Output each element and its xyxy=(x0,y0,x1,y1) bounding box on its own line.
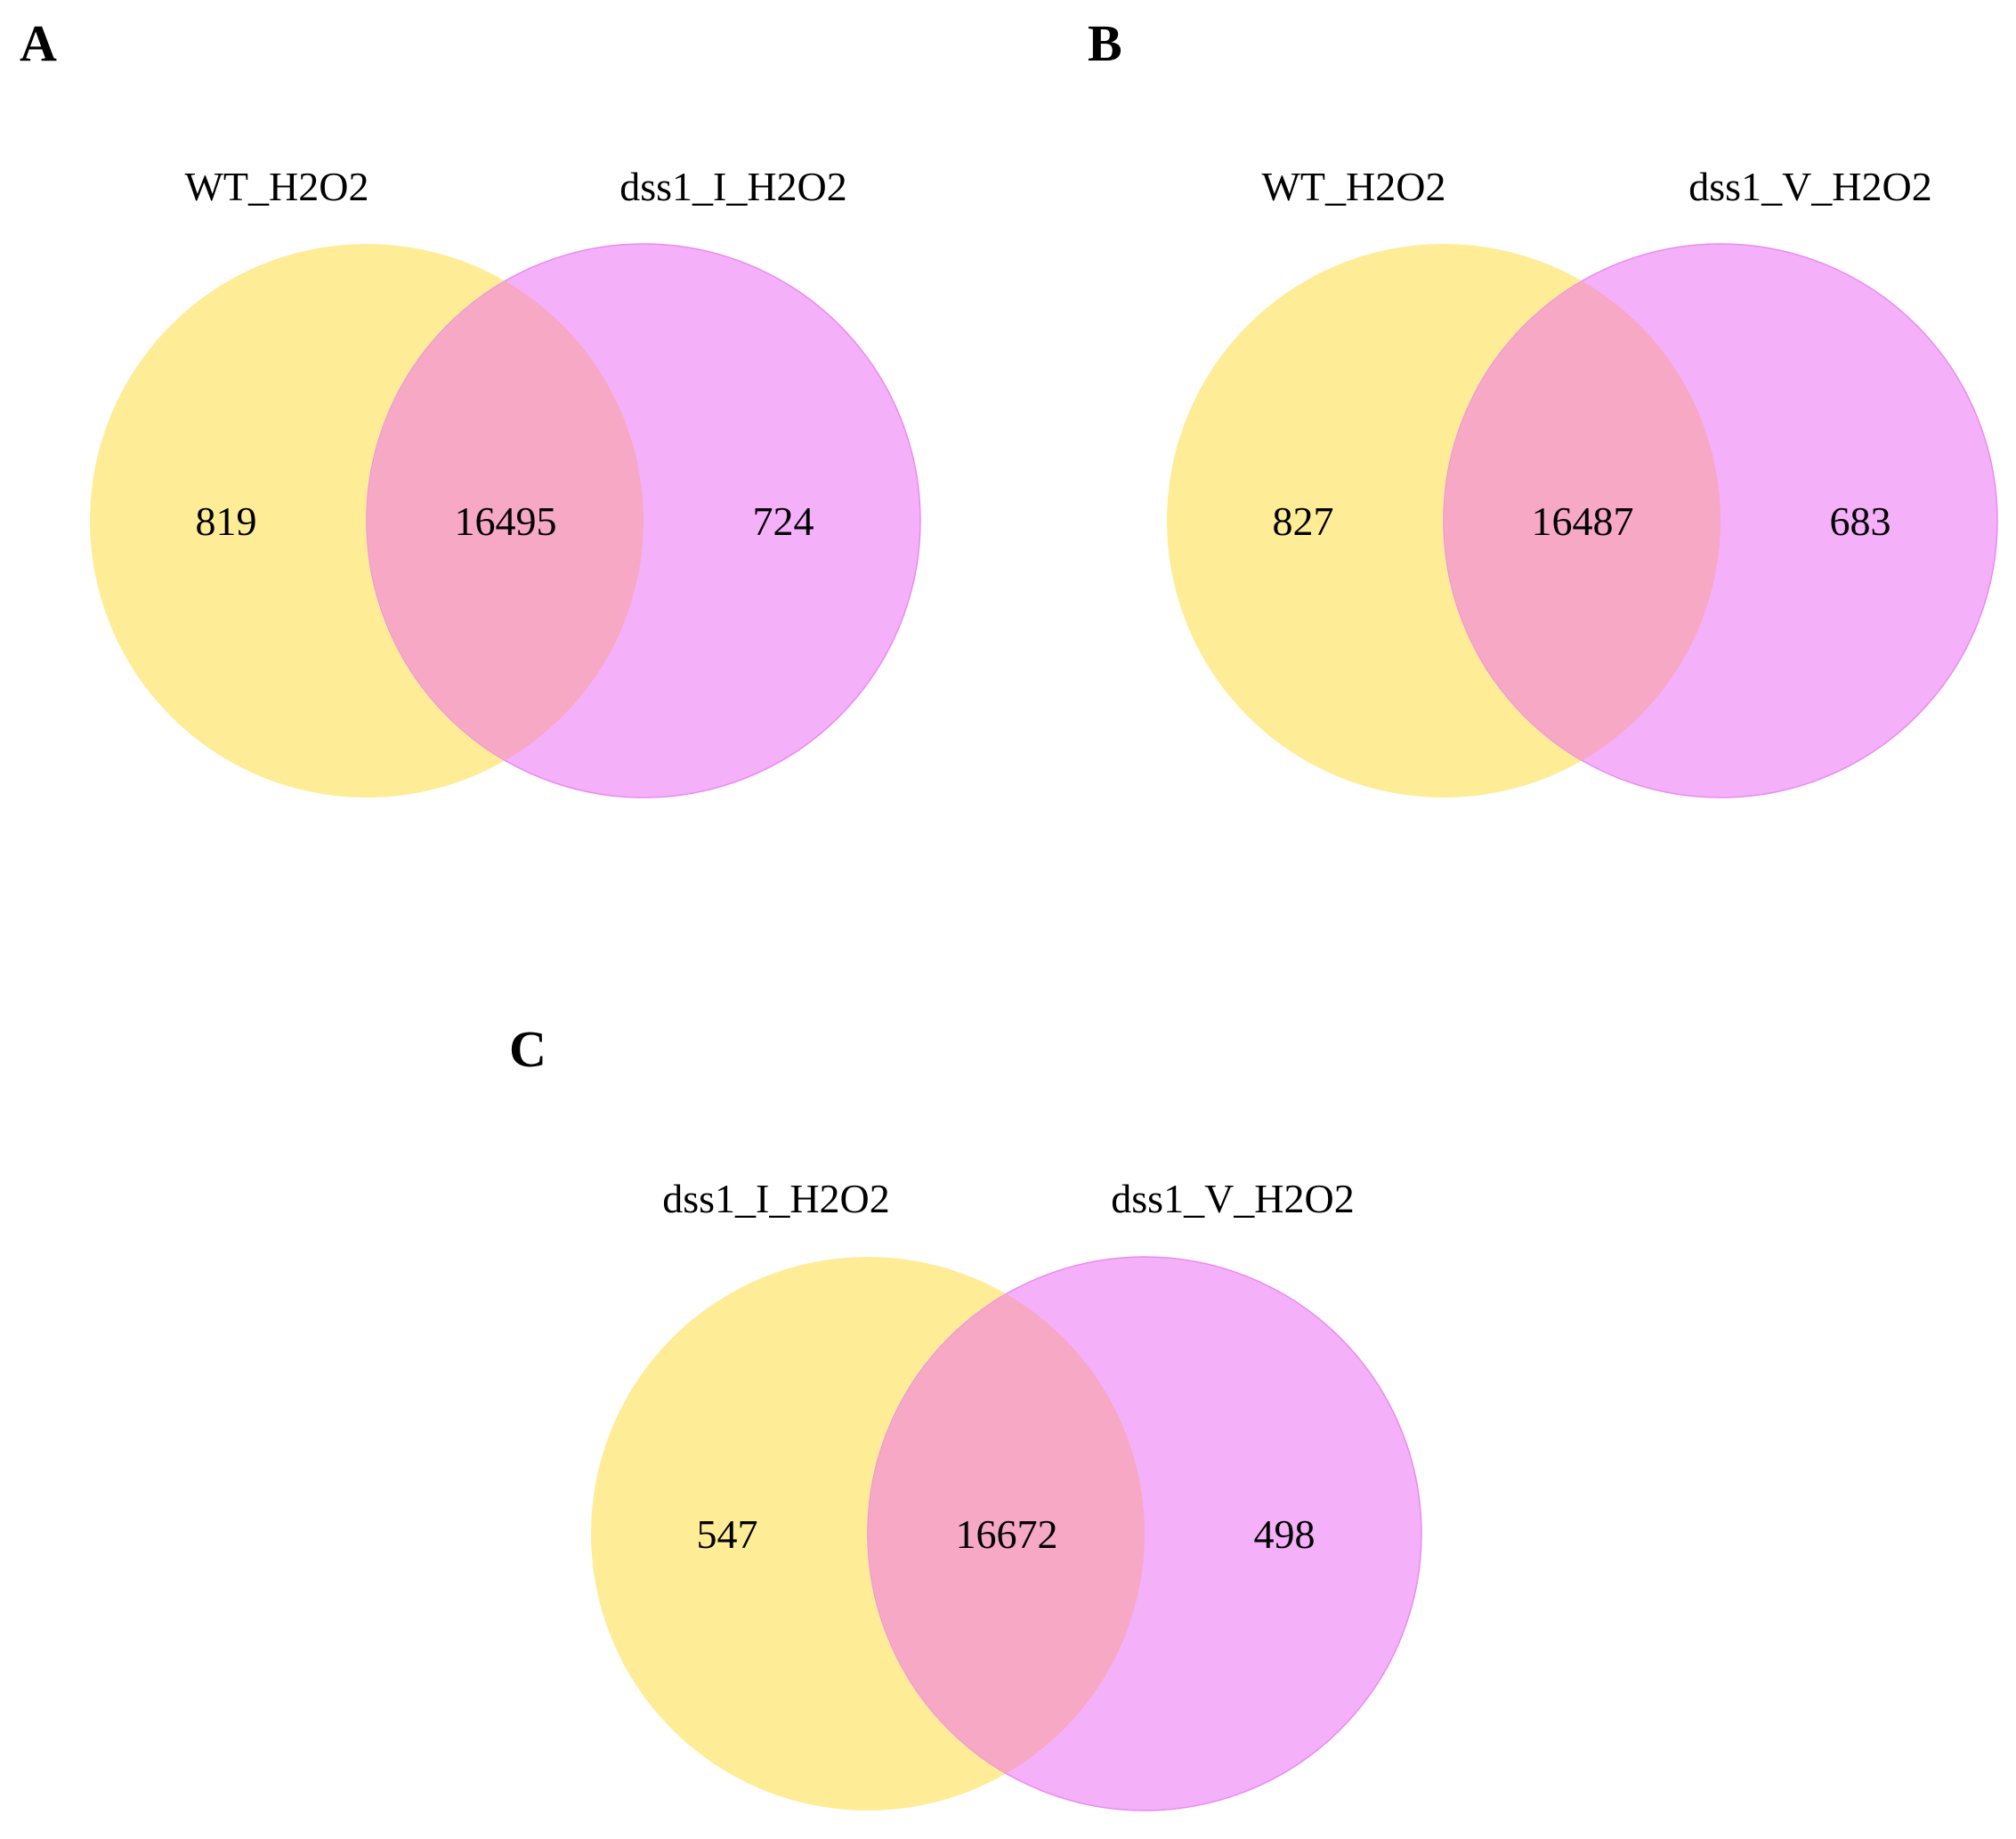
panel-a-right-set-label: dss1_I_H2O2 xyxy=(619,164,847,209)
panel-a-overlap-count: 16495 xyxy=(455,498,557,544)
panel-b-left-set-label: WT_H2O2 xyxy=(1262,164,1446,209)
panel-a: A WT_H2O2 dss1_I_H2O2 819 16495 724 xyxy=(20,14,921,798)
panel-c-left-set-label: dss1_I_H2O2 xyxy=(662,1176,890,1221)
panel-b-right-only-count: 683 xyxy=(1830,498,1891,544)
panel-b-right-set-label: dss1_V_H2O2 xyxy=(1688,164,1931,209)
panel-b-overlap-count: 16487 xyxy=(1532,498,1634,544)
panel-b-overlap-region xyxy=(1444,244,1720,798)
panel-b: B WT_H2O2 dss1_V_H2O2 827 16487 683 xyxy=(1088,14,1998,798)
panel-a-right-only-count: 724 xyxy=(753,498,814,544)
panel-a-left-set-label: WT_H2O2 xyxy=(185,164,369,209)
panel-c-overlap-count: 16672 xyxy=(956,1511,1058,1557)
panel-letter-a: A xyxy=(20,14,57,72)
panel-a-left-only-count: 819 xyxy=(196,498,257,544)
panel-c-right-set-label: dss1_V_H2O2 xyxy=(1111,1176,1354,1221)
panel-c-left-only-count: 547 xyxy=(697,1511,758,1557)
panel-c-right-only-count: 498 xyxy=(1254,1511,1316,1557)
panel-c-overlap-region xyxy=(868,1257,1145,1811)
panel-letter-b: B xyxy=(1088,14,1122,72)
panel-b-left-only-count: 827 xyxy=(1273,498,1334,544)
panel-a-overlap-region xyxy=(367,244,644,798)
panel-letter-c: C xyxy=(509,1020,547,1078)
panel-c: C dss1_I_H2O2 dss1_V_H2O2 547 16672 498 xyxy=(509,1020,1422,1811)
